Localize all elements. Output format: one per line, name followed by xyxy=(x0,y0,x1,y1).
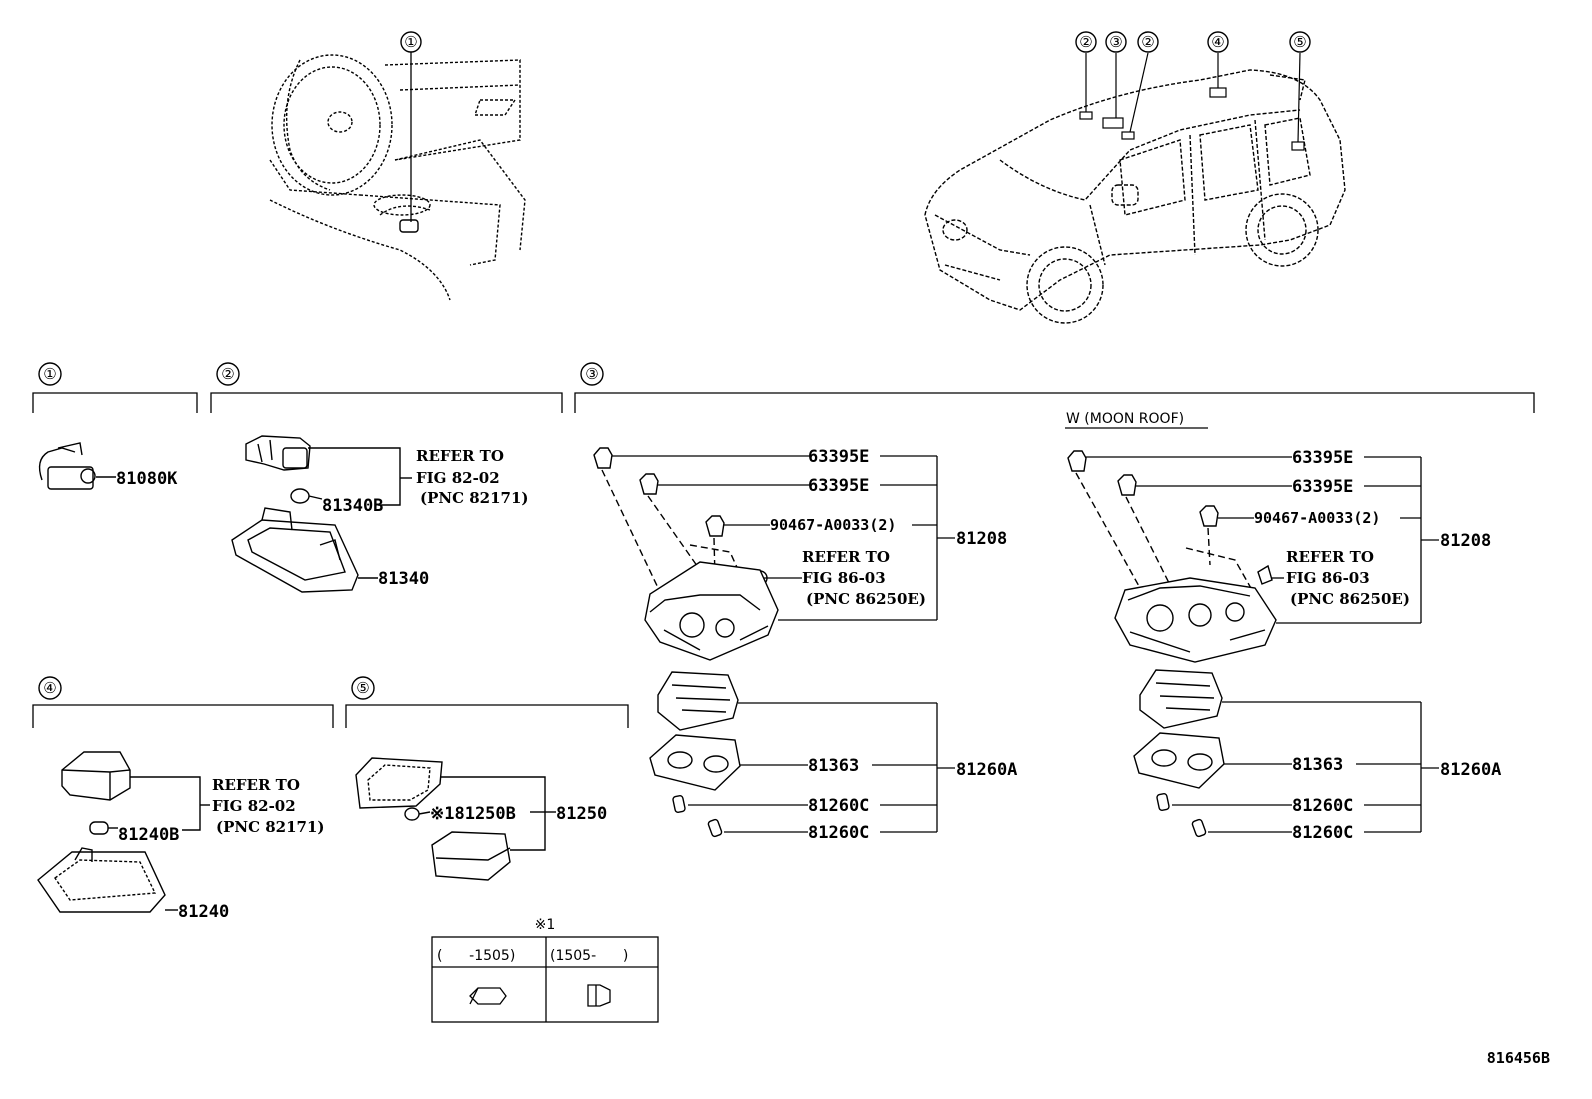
part-81363-right: 81363 xyxy=(1292,755,1343,775)
bulb-81340B-sketch xyxy=(290,488,323,504)
part-81250B: ※181250B xyxy=(430,804,516,824)
section-brackets xyxy=(32,392,1535,728)
part-81363-left: 81363 xyxy=(808,756,859,776)
refer-3L-line2: FIG 86-03 xyxy=(802,569,886,587)
note-table-col1: ( -1505) xyxy=(437,948,515,964)
lens-81250-sketch xyxy=(431,831,511,881)
refer-3L-line3: (PNC 86250E) xyxy=(806,590,926,608)
part-81260C-left-2: 81260C xyxy=(808,823,869,843)
part-81260C-right-2: 81260C xyxy=(1292,823,1353,843)
refer-2-line3: (PNC 82171) xyxy=(420,489,529,507)
section-2-label: ② xyxy=(221,365,234,383)
part-81260A-right: 81260A xyxy=(1440,760,1501,780)
part-63395E-left-1: 63395E xyxy=(808,447,869,467)
dash-callout-circle xyxy=(400,31,422,53)
part-63395E-right-1: 63395E xyxy=(1292,448,1353,468)
section-3-label: ③ xyxy=(585,365,598,383)
refer-4-line2: FIG 82-02 xyxy=(212,797,296,815)
car-callout-5: ⑤ xyxy=(1293,33,1306,51)
car-callout-2a: ② xyxy=(1079,33,1092,51)
part-81260C-left-1: 81260C xyxy=(808,796,869,816)
bulb-81240B-sketch xyxy=(89,821,118,835)
car-illustration xyxy=(924,69,1346,324)
figure-id: 816456B xyxy=(1487,1049,1550,1067)
part-81340: 81340 xyxy=(378,569,429,589)
section-1-label: ① xyxy=(43,365,56,383)
refer-3R-line2: FIG 86-03 xyxy=(1286,569,1370,587)
refer-3R-line1: REFER TO xyxy=(1286,548,1374,566)
part-81260C-right-1: 81260C xyxy=(1292,796,1353,816)
clips-left xyxy=(593,447,768,586)
part-63395E-left-2: 63395E xyxy=(808,476,869,496)
refer-2-line2: FIG 82-02 xyxy=(416,469,500,487)
part-81208-right: 81208 xyxy=(1440,531,1491,551)
car-callout-2b: ② xyxy=(1141,33,1154,51)
console-left xyxy=(593,447,779,838)
note-table-col2: (1505- ) xyxy=(550,948,628,964)
refer-2-line1: REFER TO xyxy=(416,447,504,465)
note-table xyxy=(431,936,659,1023)
car-callout-leaders xyxy=(1079,52,1305,151)
moon-roof-label: W (MOON ROOF) xyxy=(1066,411,1184,427)
switch-81363-block-left xyxy=(657,671,739,731)
dashboard-illustration xyxy=(269,54,526,301)
part-81080K: 81080K xyxy=(116,469,178,489)
section-5-label: ⑤ xyxy=(356,679,369,697)
clips-right xyxy=(1067,450,1273,585)
refer-3R-line3: (PNC 86250E) xyxy=(1290,590,1410,608)
car-callout-3: ③ xyxy=(1109,33,1122,51)
switch-81363-block-right xyxy=(1139,669,1223,729)
lens-81363-left xyxy=(649,734,741,791)
part-82171b-sketch xyxy=(61,751,131,801)
part-81240B: 81240B xyxy=(118,825,179,845)
note-table-title: ※1 xyxy=(535,917,556,933)
refer-4-line3: (PNC 82171) xyxy=(216,818,325,836)
part-81080K-sketch xyxy=(38,442,96,490)
bulb-81250B-sketch xyxy=(404,807,431,821)
part-63395E-right-2: 63395E xyxy=(1292,477,1353,497)
part-90467-left: 90467-A0033(2) xyxy=(770,516,896,534)
car-callout-4: ④ xyxy=(1211,33,1224,51)
leaders-right xyxy=(1086,456,1439,833)
part-81260A-left: 81260A xyxy=(956,760,1017,780)
part-81240: 81240 xyxy=(178,902,229,922)
lamp-81240-sketch xyxy=(37,847,166,913)
part-81208-left: 81208 xyxy=(956,529,1007,549)
refer-3L-line1: REFER TO xyxy=(802,548,890,566)
part-82171-sketch xyxy=(245,435,311,471)
lamp-81340-sketch xyxy=(231,507,359,593)
refer-4-line1: REFER TO xyxy=(212,776,300,794)
leaders-left xyxy=(612,455,955,833)
console-right xyxy=(1067,450,1277,838)
part-90467-right: 90467-A0033(2) xyxy=(1254,509,1380,527)
dash-callout-1: ① xyxy=(404,33,417,51)
section-4-label: ④ xyxy=(43,679,56,697)
part-81340B: 81340B xyxy=(322,496,383,516)
lens-81363-right xyxy=(1133,732,1225,789)
part-81250-housing-sketch xyxy=(355,757,443,809)
part-81250: 81250 xyxy=(556,804,607,824)
